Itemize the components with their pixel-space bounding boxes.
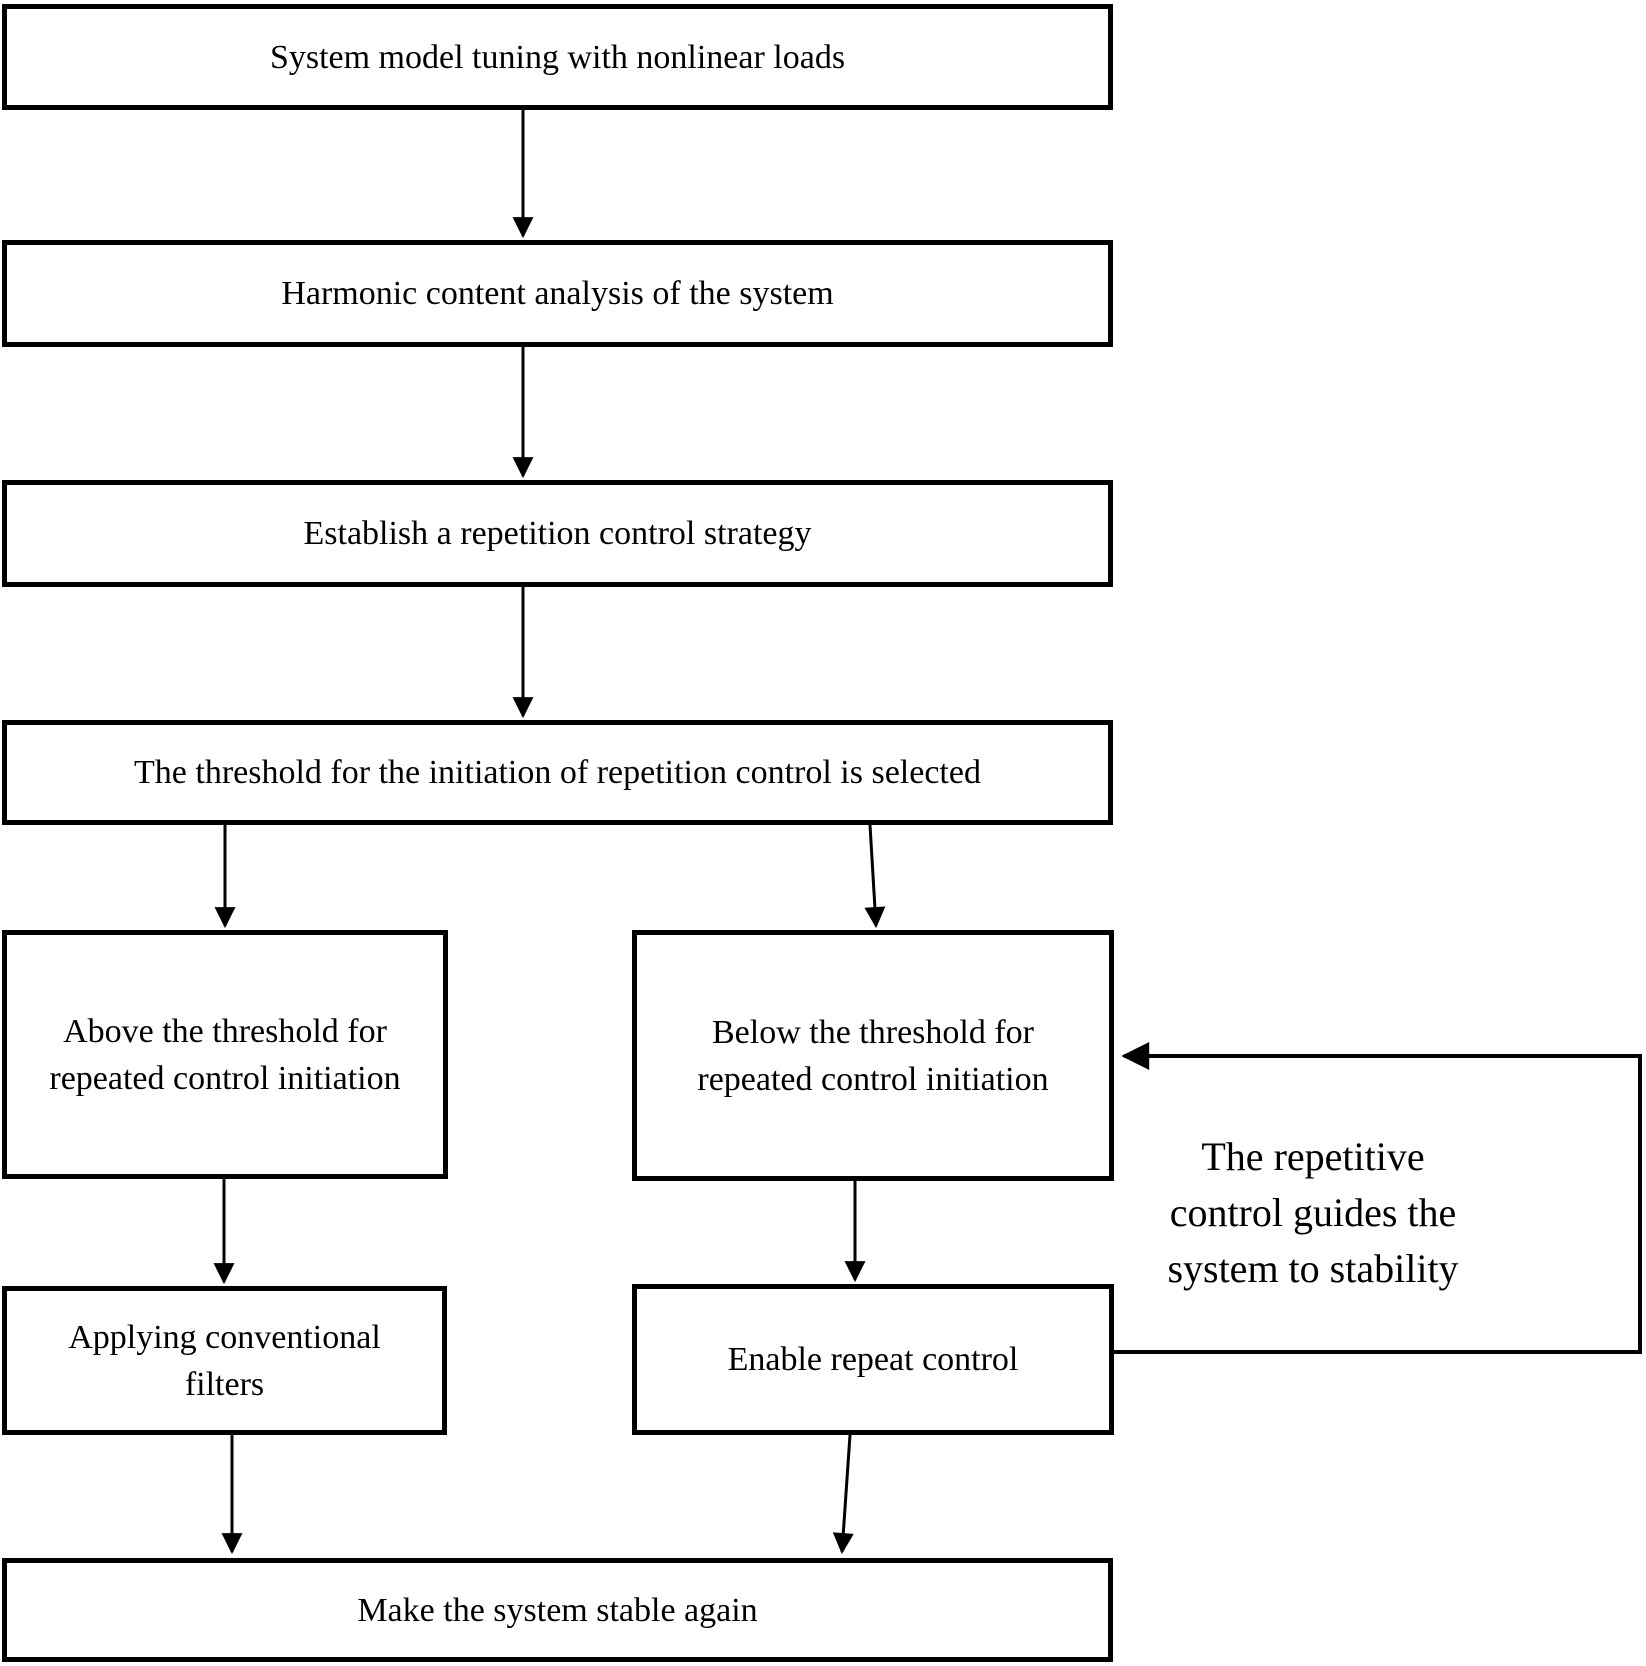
node-system-model-tuning: System model tuning with nonlinear loads (2, 4, 1113, 110)
node-label: Above the threshold for repeated control… (49, 1012, 401, 1097)
node-threshold-selected: The threshold for the initiation of repe… (2, 720, 1113, 825)
node-label: The threshold for the initiation of repe… (134, 754, 981, 791)
node-label: Make the system stable again (357, 1591, 758, 1629)
node-label: Establish a repetition control strategy (303, 515, 812, 552)
node-label: Harmonic content analysis of the system (281, 275, 834, 312)
node-make-system-stable: Make the system stable again (2, 1558, 1113, 1662)
arrow-threshold-to-below (864, 824, 886, 929)
feedback-annotation: The repetitive control guides the system… (1167, 1134, 1459, 1291)
node-enable-repeat-control: Enable repeat control (632, 1284, 1114, 1435)
node-below-threshold: Below the threshold for repeated control… (632, 930, 1114, 1181)
node-label: System model tuning with nonlinear loads (269, 38, 846, 76)
node-applying-filters: Applying conventional filters (2, 1286, 447, 1435)
node-label: Below the threshold for repeated control… (697, 1013, 1049, 1098)
node-establish-strategy: Establish a repetition control strategy (2, 480, 1113, 587)
node-label: Applying conventional filters (68, 1318, 381, 1403)
node-label: Enable repeat control (727, 1341, 1019, 1378)
node-harmonic-analysis: Harmonic content analysis of the system (2, 240, 1113, 347)
node-above-threshold: Above the threshold for repeated control… (2, 930, 448, 1179)
arrow-enable-to-stable (832, 1434, 854, 1555)
